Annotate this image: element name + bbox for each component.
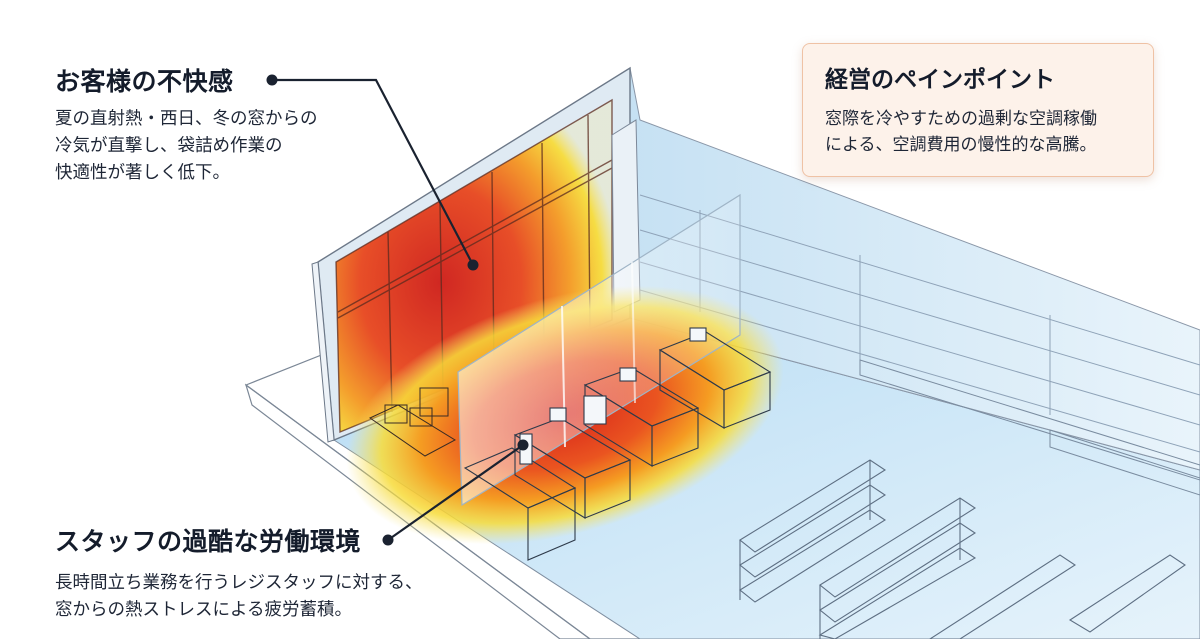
pain-point-body: 窓際を冷やすための過剰な空調稼働 による、空調費用の慢性的な高騰。 (825, 109, 1097, 155)
leader-lines (272, 78, 524, 541)
customer-discomfort-callout: お客様の不快感 夏の直射熱・西日、冬の窓からの 冷気が直撃し、袋詰め作業の 快適… (55, 62, 375, 187)
building-base (244, 349, 1200, 639)
wall-shelves (859, 359, 1200, 496)
staff-leader-dot-start (382, 534, 394, 546)
staff-conditions-title: スタッフの過酷な労働環境 (55, 527, 362, 556)
staff-conditions-callout: スタッフの過酷な労働環境 長時間立ち業務を行うレジスタッフに対する、 窓からの熱… (55, 522, 475, 624)
basket-stack (368, 387, 457, 457)
pain-point-title: 経営のペインポイント (825, 67, 1055, 93)
customer-discomfort-body: 夏の直射熱・西日、冬の窓からの 冷気が直撃し、袋詰め作業の 快適性が著しく低下。 (55, 109, 318, 183)
customer-leader-dot-start (266, 74, 278, 86)
window-wall-edge (311, 261, 335, 443)
customer-discomfort-title: お客様の不快感 (55, 67, 234, 96)
staff-leader-dot-end (517, 439, 529, 451)
staff-conditions-body: 長時間立ち業務を行うレジスタッフに対する、 窓からの熱ストレスによる疲労蓄積。 (55, 573, 423, 620)
customer-leader-dot-end (467, 259, 479, 271)
management-pain-point-box: 経営のペインポイント 窓際を冷やすための過剰な空調稼働 による、空調費用の慢性的… (802, 43, 1154, 177)
gondola-shelves (739, 459, 1186, 639)
